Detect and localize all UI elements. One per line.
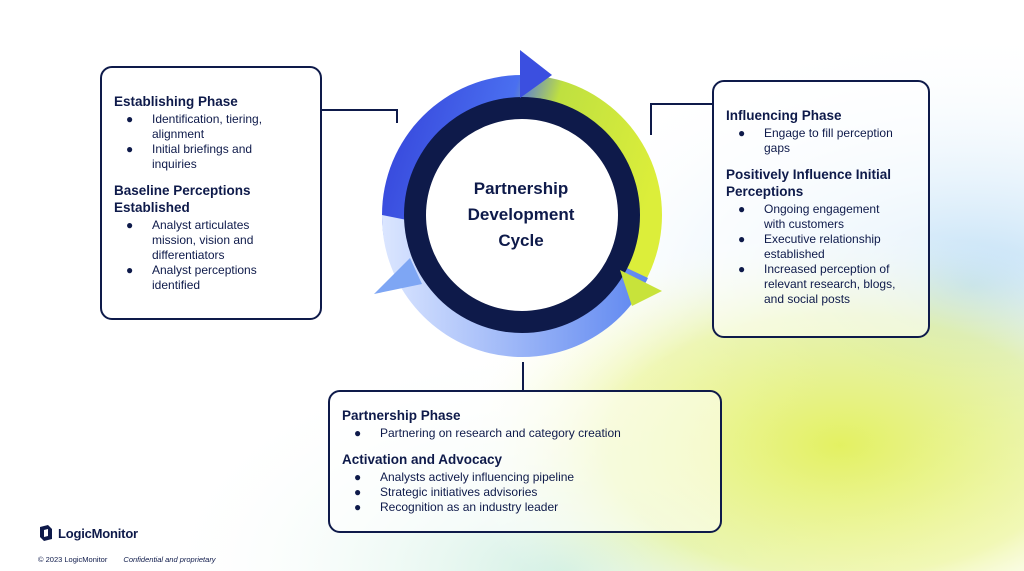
bullet-text: Identification, tiering, alignment [152, 112, 263, 141]
connector-left-drop [396, 109, 398, 123]
bullet-list: ● Partnering on research and category cre… [342, 426, 708, 441]
bullet-list: ● Engage to fill perception gaps [726, 126, 916, 156]
bullet-item: ● Recognition as an industry leader [342, 500, 708, 515]
footer: © 2023 LogicMonitor Confidential and pro… [38, 555, 216, 564]
confidential-text: Confidential and proprietary [123, 555, 216, 564]
card-section: Influencing Phase ● Engage to fill percept… [726, 107, 916, 156]
connector-right-drop [650, 103, 652, 135]
bullet-text: Initial briefings and inquiries [152, 142, 253, 171]
establishing-phase-card: Establishing Phase ● Identification, tieri… [100, 66, 322, 320]
bullet-text: Ongoing engagement with customers [764, 202, 880, 231]
arrow-left-icon [374, 258, 422, 294]
bullet-text: Analysts actively influencing pipeline [380, 470, 575, 484]
bullet-item: ● Engage to fill perception gaps [726, 126, 916, 156]
section-title: Establishing Phase [114, 94, 238, 109]
section-title: Influencing Phase [726, 108, 842, 123]
bullet-item: ● Analyst articulates mission, vision and… [114, 218, 308, 263]
card-section: Positively Influence Initial Perceptions… [726, 166, 916, 307]
bullet-text: Increased perception of relevant researc… [764, 262, 896, 306]
center-circle [426, 119, 618, 311]
bullet-icon: ● [126, 142, 134, 156]
bullet-text: Analyst articulates mission, vision and … [152, 218, 254, 262]
bullet-text: Engage to fill perception gaps [764, 126, 893, 155]
bullet-icon: ● [354, 500, 362, 514]
bullet-list: ● Analyst articulates mission, vision and… [114, 218, 308, 293]
partnership-phase-card: Partnership Phase ● Partnering on research… [328, 390, 722, 533]
connector-left [320, 109, 398, 111]
bullet-icon: ● [354, 470, 362, 484]
card-section: Baseline Perceptions Established ● Analyst… [114, 182, 308, 293]
bullet-item: ● Increased perception of relevant resear… [726, 262, 916, 307]
cycle-title-line: Partnership [473, 179, 569, 198]
bullet-text: Recognition as an industry leader [380, 500, 559, 514]
logicmonitor-logo-icon [40, 525, 52, 541]
lower-ring-segment [381, 215, 648, 358]
section-title: Activation and Advocacy [342, 452, 503, 467]
influencing-phase-card: Influencing Phase ● Engage to fill percept… [712, 80, 930, 338]
bullet-icon: ● [738, 202, 746, 216]
section-title: Partnership Phase [342, 408, 461, 423]
bullet-item: ● Strategic initiatives advisories [342, 485, 708, 500]
bullet-icon: ● [126, 112, 134, 126]
cycle-title-line: Development [467, 205, 575, 224]
copyright-text: © 2023 LogicMonitor [38, 555, 108, 564]
bullet-icon: ● [126, 263, 134, 277]
bullet-icon: ● [738, 262, 746, 276]
bullet-text: Strategic initiatives advisories [380, 485, 538, 499]
connector-right [650, 103, 714, 105]
bullet-icon: ● [126, 218, 134, 232]
cycle-title-line: Cycle [498, 231, 544, 250]
bullet-list: ● Identification, tiering, alignment ● Init… [114, 112, 308, 172]
cycle-title: Partnership Development Cycle [441, 176, 601, 254]
bullet-item: ● Initial briefings and inquiries [114, 142, 308, 172]
bullet-list: ● Ongoing engagement with customers ● Execu… [726, 202, 916, 307]
bullet-text: Executive relationship established [764, 232, 881, 261]
bullet-text: Analyst perceptions identified [152, 263, 257, 292]
bullet-text: Partnering on research and category crea… [380, 426, 621, 440]
bullet-icon: ● [738, 126, 746, 140]
arrow-top-icon [520, 50, 552, 98]
bullet-icon: ● [738, 232, 746, 246]
connector-bottom [522, 362, 524, 392]
bullet-icon: ● [354, 485, 362, 499]
bullet-item: ● Identification, tiering, alignment [114, 112, 308, 142]
arrow-right-icon [620, 270, 662, 306]
bullet-item: ● Ongoing engagement with customers [726, 202, 916, 232]
bullet-icon: ● [354, 426, 362, 440]
section-title: Baseline Perceptions Established [114, 183, 251, 215]
logo-text: LogicMonitor [58, 525, 138, 541]
bullet-item: ● Partnering on research and category cre… [342, 426, 708, 441]
bullet-item: ● Analysts actively influencing pipeline [342, 470, 708, 485]
card-section: Establishing Phase ● Identification, tieri… [114, 93, 308, 172]
bullet-list: ●Analysts actively influencing pipeline●… [342, 470, 708, 515]
bullet-item: ● Executive relationship established [726, 232, 916, 262]
card-section: Activation and Advocacy ● Analysts activel… [342, 451, 708, 515]
logicmonitor-logo: LogicMonitor [38, 523, 138, 543]
section-title: Positively Influence Initial Perceptions [726, 167, 892, 199]
bullet-item: ● Analyst perceptions identified [114, 263, 308, 293]
cycle-diagram [374, 50, 662, 358]
card-section: Partnership Phase ● Partnering on research… [342, 407, 708, 441]
